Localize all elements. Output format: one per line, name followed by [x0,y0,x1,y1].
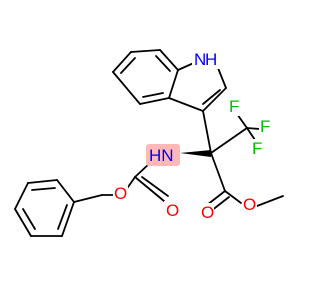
amide-nh-label: HN [149,146,174,165]
indole-h-letter: H [205,50,217,69]
methyl-ester-group [206,152,284,212]
atom-carbamate-o-carbonyl: O [164,201,179,220]
carbamate-o-carbonyl-label: O [166,201,179,220]
atom-carbamate-o-ring: O [113,184,128,203]
ester-o-methoxy-label: O [243,195,256,214]
benzyl-phenyl-ring [14,179,103,237]
indole-pyrrole-ring [168,61,227,112]
atom-indole-nh: N H [192,49,232,69]
bond-indole-to-center [202,110,212,154]
atom-f3: F [250,139,264,158]
atom-amide-nh: HN [146,144,180,166]
atom-f2: F [259,117,273,136]
indole-benzene-ring [112,49,179,105]
indole-n-letter: N [194,50,206,69]
trifluoromethyl-group [210,113,261,154]
f3-label: F [252,139,262,158]
atom-ester-o-methoxy: O [242,195,257,214]
wedge-bond-nh [180,150,211,157]
atom-f1: F [228,97,242,116]
carbamate-group [101,162,169,202]
carbamate-o-ring-label: O [114,184,127,203]
f1-label: F [229,97,239,116]
atom-ester-o-carbonyl: O [199,203,214,222]
structure-diagram: N H F F F HN O O O O [14,49,284,237]
f2-label: F [260,117,270,136]
ester-o-carbonyl-label: O [201,203,214,222]
